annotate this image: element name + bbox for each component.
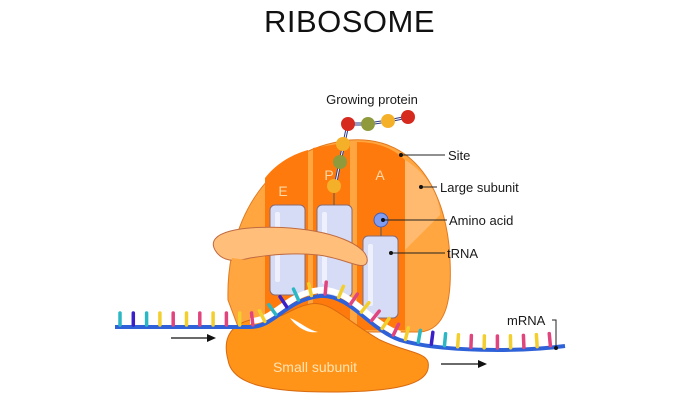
amino-acid-label: Amino acid [449, 213, 513, 228]
mrna-base [416, 328, 423, 344]
amino-bead [333, 155, 347, 169]
mrna-base [323, 280, 328, 296]
trna-label: tRNA [447, 246, 478, 261]
growing-protein-chain [327, 110, 415, 205]
mrna-base [359, 300, 371, 314]
trna-a [362, 235, 399, 319]
mrna-base [249, 311, 255, 327]
site-e-label: E [278, 183, 287, 199]
mrna-base [442, 331, 448, 348]
mrna-base [455, 333, 461, 349]
amino-bead [327, 179, 341, 193]
amino-bead [361, 117, 375, 131]
small-subunit-label: Small subunit [273, 359, 357, 375]
callouts [381, 153, 558, 350]
mrna-base [403, 326, 411, 342]
amino-bead [381, 114, 395, 128]
direction-arrow-left [171, 334, 216, 342]
mrna-base [380, 316, 391, 331]
mrna-base [547, 331, 553, 348]
mrna-base [534, 332, 539, 349]
mrna-base [369, 309, 381, 323]
mrna-base [291, 287, 301, 302]
direction-arrow-right [441, 360, 487, 368]
mrna-base [257, 308, 267, 324]
mrna-base [429, 330, 435, 346]
amino-bead [341, 117, 355, 131]
amino-bead [401, 110, 415, 124]
mrna-base [348, 292, 360, 306]
site-p-label: P [324, 167, 333, 183]
site-label: Site [448, 148, 470, 163]
mrna-base [521, 333, 526, 350]
large-subunit-label: Large subunit [440, 180, 519, 195]
large-subunit-lobe [212, 226, 368, 267]
mrna-label: mRNA [507, 313, 546, 328]
mrna-base [267, 302, 278, 317]
mrna-base [336, 284, 346, 300]
amino-bead [336, 137, 350, 151]
mrna-base [306, 282, 314, 298]
site-a-label: A [375, 167, 385, 183]
mrna-strand [115, 280, 566, 352]
growing-protein-label: Growing protein [326, 92, 418, 107]
mrna-base [278, 294, 289, 309]
mrna-base [391, 322, 401, 337]
diagram-title: RIBOSOME [263, 4, 436, 39]
